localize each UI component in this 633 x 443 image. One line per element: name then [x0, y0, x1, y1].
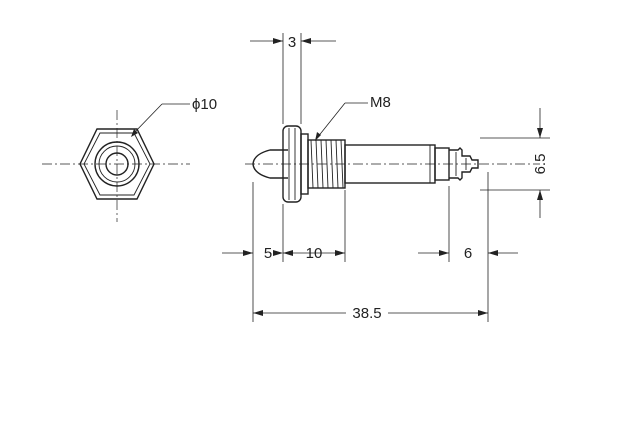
- dimension-terminal: 6: [418, 172, 518, 322]
- thread-label: M8: [370, 94, 391, 111]
- lens-circle: [105, 152, 129, 176]
- bezel-outer-circle: [94, 141, 140, 187]
- dimension-terminal-height-label: 6.5: [532, 154, 549, 175]
- front-view: [42, 110, 190, 222]
- dimension-terminal-height: 6.5: [480, 108, 550, 218]
- dimension-cap-and-thread: 5 10: [222, 182, 346, 322]
- diameter-leader: ϕ10: [131, 96, 217, 137]
- dimension-flange-label: 3: [288, 34, 296, 51]
- dimension-flange: 3: [250, 33, 336, 124]
- thread-leader: M8: [315, 94, 391, 141]
- dimension-thread-length-label: 10: [306, 245, 323, 262]
- dimension-overall-label: 38.5: [352, 305, 381, 322]
- dimension-terminal-label: 6: [464, 245, 472, 262]
- dimension-overall: 38.5: [253, 303, 488, 322]
- dome-lens: [252, 149, 288, 179]
- hex-nut-outline: [79, 128, 155, 200]
- diameter-label: ϕ10: [192, 96, 217, 113]
- side-view: [245, 125, 540, 203]
- thread-lines: [310, 139, 344, 189]
- bezel-inner-circle: [98, 145, 136, 183]
- dimension-cap-label: 5: [264, 245, 272, 262]
- terminal-pins: [449, 147, 479, 181]
- terminals: [434, 147, 479, 181]
